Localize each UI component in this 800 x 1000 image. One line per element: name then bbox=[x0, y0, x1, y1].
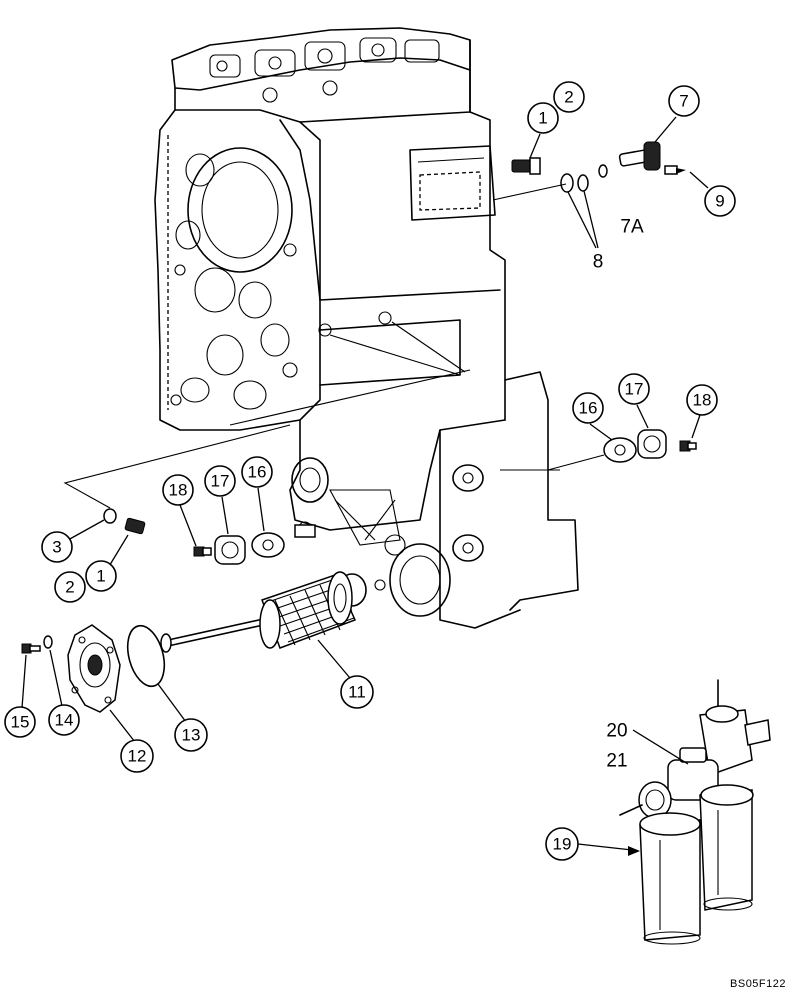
leader-lines bbox=[21, 116, 709, 856]
svg-text:18: 18 bbox=[693, 391, 712, 410]
svg-text:9: 9 bbox=[715, 192, 724, 211]
svg-text:1: 1 bbox=[96, 567, 105, 586]
svg-text:12: 12 bbox=[128, 747, 147, 766]
part-16-gasket-right bbox=[603, 437, 637, 463]
callout-12: 12 bbox=[120, 739, 154, 773]
svg-text:1: 1 bbox=[538, 109, 547, 128]
callout-1-upper: 1 bbox=[527, 102, 559, 134]
callout-20: 20 bbox=[606, 721, 627, 742]
callout-14: 14 bbox=[48, 704, 80, 736]
part-1-upper-fitting bbox=[511, 157, 541, 175]
part-19-twin-oil-filters bbox=[619, 679, 771, 945]
svg-text:7: 7 bbox=[679, 92, 688, 111]
callout-13: 13 bbox=[174, 718, 208, 752]
svg-text:7A: 7A bbox=[620, 217, 644, 238]
callout-1-lower: 1 bbox=[85, 560, 117, 592]
part-17-cover-left bbox=[214, 535, 246, 565]
callout-17-right: 17 bbox=[618, 373, 650, 405]
callout-7A: 7A bbox=[620, 217, 644, 238]
part-18-bolt-right bbox=[679, 440, 697, 452]
part-17-cover-right bbox=[637, 429, 667, 459]
part-8-washers bbox=[560, 173, 589, 193]
svg-text:16: 16 bbox=[248, 463, 267, 482]
part-12-cover-plate bbox=[67, 624, 121, 713]
callout-17-left: 17 bbox=[204, 465, 236, 497]
part-7A-o-ring bbox=[598, 164, 608, 178]
svg-text:15: 15 bbox=[11, 713, 30, 732]
callout-19: 19 bbox=[545, 827, 579, 861]
svg-text:18: 18 bbox=[169, 481, 188, 500]
svg-text:3: 3 bbox=[52, 538, 61, 557]
callout-3: 3 bbox=[41, 531, 73, 563]
callout-9: 9 bbox=[704, 185, 736, 217]
part-16-gasket-left bbox=[251, 532, 285, 558]
svg-text:16: 16 bbox=[579, 399, 598, 418]
housing-port-fitting bbox=[294, 524, 316, 538]
svg-text:14: 14 bbox=[55, 711, 74, 730]
part-15-bolt bbox=[21, 643, 41, 654]
diagram-reference-code: BS05F122 bbox=[730, 978, 786, 990]
callout-15: 15 bbox=[4, 706, 36, 738]
svg-text:17: 17 bbox=[211, 472, 230, 491]
svg-text:11: 11 bbox=[348, 683, 366, 702]
callout-11: 11 bbox=[340, 675, 374, 709]
part-1-lower-fitting bbox=[124, 517, 146, 535]
callout-21: 21 bbox=[606, 751, 627, 772]
svg-text:20: 20 bbox=[606, 721, 627, 742]
part-9-bolt bbox=[664, 165, 686, 175]
part-3-o-ring bbox=[103, 508, 117, 524]
callout-16-right: 16 bbox=[572, 392, 604, 424]
svg-text:17: 17 bbox=[625, 380, 644, 399]
svg-text:19: 19 bbox=[553, 835, 572, 854]
part-11-filter-element bbox=[160, 571, 357, 653]
part-7-sensor bbox=[618, 141, 661, 171]
part-14-washer bbox=[43, 635, 53, 649]
part-18-bolt-left bbox=[193, 546, 212, 557]
callout-16-left: 16 bbox=[241, 456, 273, 488]
callout-7: 7 bbox=[668, 85, 700, 117]
svg-text:2: 2 bbox=[65, 578, 74, 597]
svg-text:2: 2 bbox=[564, 88, 573, 107]
callout-18-right: 18 bbox=[686, 384, 718, 416]
callout-2-lower: 2 bbox=[54, 571, 86, 603]
callout-8: 8 bbox=[593, 252, 604, 273]
callout-18-left: 18 bbox=[162, 474, 194, 506]
svg-text:21: 21 bbox=[606, 751, 627, 772]
callout-2-upper: 2 bbox=[553, 81, 585, 113]
svg-text:13: 13 bbox=[182, 726, 201, 745]
svg-text:8: 8 bbox=[593, 252, 604, 273]
part-13-o-ring bbox=[126, 624, 166, 688]
